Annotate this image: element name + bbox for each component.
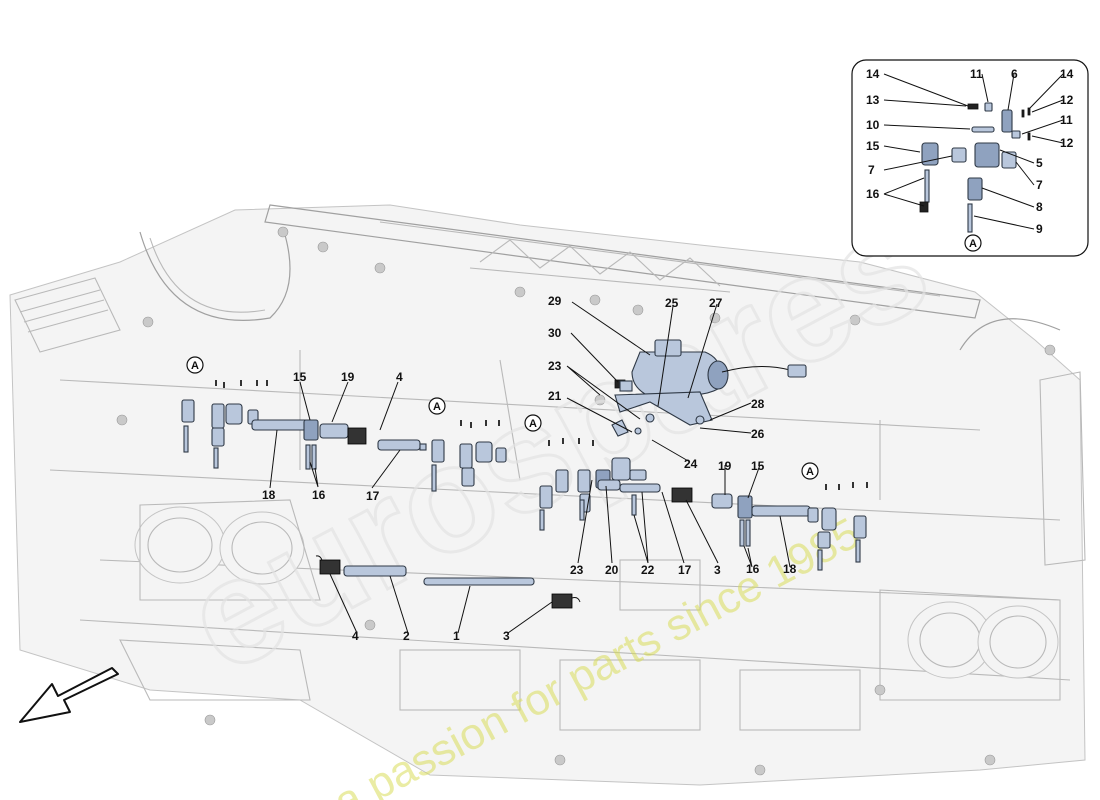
callout-17: 17: [366, 489, 380, 503]
callout-17: 17: [678, 563, 692, 577]
detail-view-a-inset: [851, 59, 1089, 257]
callout-20: 20: [605, 563, 619, 577]
detail-callout-10: 10: [866, 118, 880, 132]
callout-21: 21: [548, 389, 562, 403]
callout-18: 18: [783, 562, 797, 576]
callout-25: 25: [665, 296, 679, 310]
detail-callout-11: 11: [970, 67, 983, 81]
detail-callout-6: 6: [1011, 67, 1018, 81]
detail-callout-7: 7: [1036, 178, 1043, 192]
section-marker-a: A: [186, 356, 204, 374]
right-hinge-assembly: [737, 482, 868, 571]
detail-callout-9: 9: [1036, 222, 1043, 236]
section-marker-a: A: [524, 414, 542, 432]
callout-15: 15: [751, 459, 765, 473]
callout-19: 19: [718, 459, 732, 473]
detail-callout-8: 8: [1036, 200, 1043, 214]
svg-text:A: A: [969, 238, 977, 250]
svg-text:A: A: [806, 466, 814, 478]
callout-3: 3: [714, 563, 721, 577]
section-marker-a: A: [428, 397, 446, 415]
detail-callout-16: 16: [866, 187, 880, 201]
callout-18: 18: [262, 488, 276, 502]
svg-text:A: A: [433, 401, 441, 413]
detail-callout-5: 5: [1036, 156, 1043, 170]
callout-16: 16: [746, 562, 760, 576]
detail-callout-7: 7: [868, 163, 875, 177]
callout-28: 28: [751, 397, 765, 411]
callout-30: 30: [548, 326, 562, 340]
detail-callout-15: 15: [866, 139, 880, 153]
callout-23: 23: [548, 359, 562, 373]
left-hinge-assembly: [181, 380, 427, 470]
callout-4: 4: [352, 629, 359, 643]
callout-23: 23: [570, 563, 584, 577]
detail-callout-numbers: 14 11 6 14 13 12 10 11 12 15 5 7 7 16 8 …: [866, 67, 1074, 236]
detail-leader-lines: [883, 73, 1064, 230]
callout-16: 16: [312, 488, 326, 502]
section-marker-a: A: [964, 234, 982, 252]
callout-1: 1: [453, 629, 460, 643]
callout-29: 29: [548, 294, 562, 308]
right-exhaust-outlets: [879, 589, 1061, 701]
leader-lines: [269, 301, 791, 634]
detail-callout-12: 12: [1060, 93, 1074, 107]
section-marker-a: A: [801, 462, 819, 480]
detail-callout-14: 14: [1060, 67, 1074, 81]
direction-arrow-icon: [19, 667, 119, 723]
callout-4: 4: [396, 370, 403, 384]
callout-26: 26: [751, 427, 765, 441]
callout-19: 19: [341, 370, 355, 384]
callout-3: 3: [503, 629, 510, 643]
detail-callout-14: 14: [866, 67, 880, 81]
detail-callout-11: 11: [1060, 113, 1073, 127]
callout-24: 24: [684, 457, 698, 471]
actuator-motor-assembly: [611, 339, 807, 437]
svg-text:A: A: [191, 360, 199, 372]
middle-left-hinge-assembly: [431, 420, 507, 492]
svg-text:A: A: [529, 418, 537, 430]
callout-22: 22: [641, 563, 655, 577]
callout-2: 2: [403, 629, 410, 643]
callout-27: 27: [709, 296, 723, 310]
detail-callout-13: 13: [866, 93, 880, 107]
detail-callout-12: 12: [1060, 136, 1074, 150]
lower-torsion-rods: [315, 555, 581, 609]
center-hinge-assembly: [539, 438, 733, 531]
callout-numbers: 1 2 3 3 4 4 15 15 16 16 17 17 18 18 19 1…: [262, 294, 797, 643]
callout-15: 15: [293, 370, 307, 384]
left-exhaust-outlets: [134, 499, 321, 601]
section-markers: A A A A A: [186, 234, 982, 480]
